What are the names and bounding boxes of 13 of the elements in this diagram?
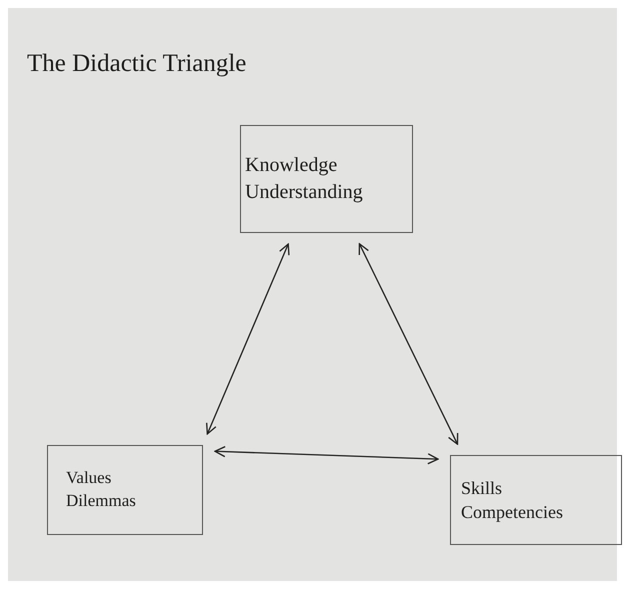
- concept-box: [240, 125, 413, 233]
- double-arrow: [206, 243, 290, 435]
- concept-box: [450, 455, 622, 545]
- concept-label: Understanding: [245, 180, 363, 205]
- concept-label: Values: [66, 467, 112, 490]
- concept-label: Skills: [461, 476, 502, 500]
- title: The Didactic Triangle: [27, 50, 246, 78]
- concept-label: Dilemmas: [66, 490, 136, 512]
- concept-box: [47, 445, 203, 535]
- double-arrow: [214, 446, 439, 464]
- double-arrow: [358, 243, 458, 445]
- concept-label: Knowledge: [245, 153, 338, 178]
- concept-label: Competencies: [461, 501, 563, 524]
